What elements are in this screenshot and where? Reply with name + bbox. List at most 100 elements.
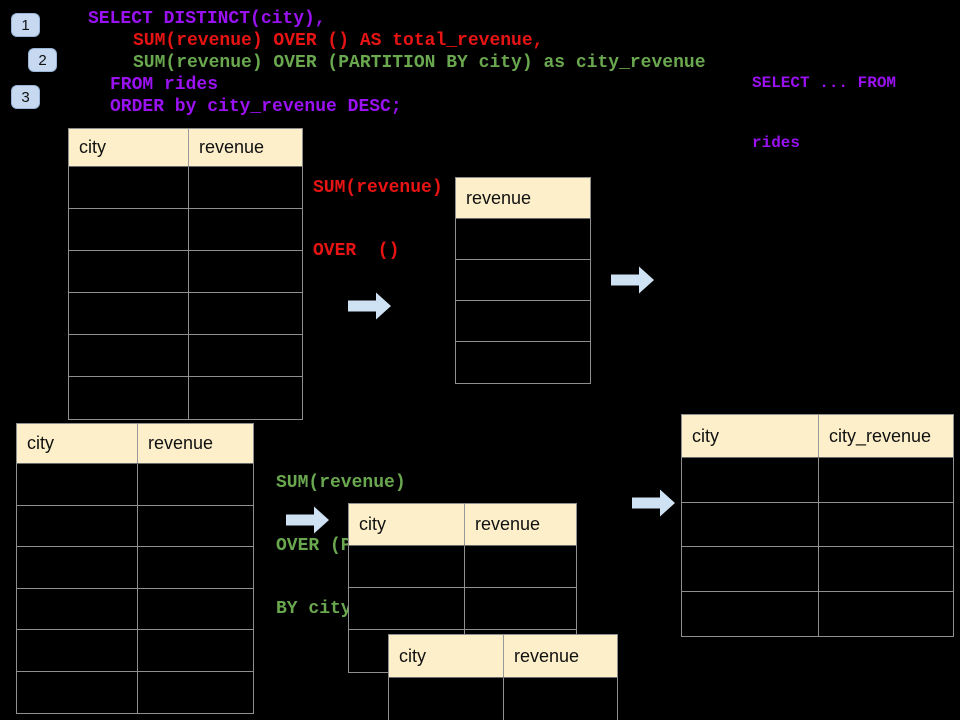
header-cell-revenue: revenue xyxy=(466,187,532,208)
header-cell-revenue: revenue xyxy=(137,424,253,463)
table-cell xyxy=(456,219,590,259)
table-cell xyxy=(682,458,818,502)
table-row xyxy=(69,251,302,293)
table-cell xyxy=(17,506,137,547)
table-cell xyxy=(456,301,590,341)
table-cell xyxy=(682,547,818,591)
table-body xyxy=(389,678,617,720)
table-cell xyxy=(69,209,188,250)
flow-arrow-right-icon xyxy=(348,292,391,320)
table-cell xyxy=(188,377,302,419)
header-cell-city: city xyxy=(399,645,426,666)
table-rides-top: city revenue xyxy=(68,128,303,420)
header-cell-revenue: revenue xyxy=(464,504,576,545)
table-cell xyxy=(464,546,576,587)
table-cell xyxy=(17,630,137,671)
table-cell xyxy=(464,588,576,629)
table-row xyxy=(682,591,953,637)
table-row xyxy=(69,377,302,419)
table-body xyxy=(69,167,302,419)
table-row xyxy=(17,547,253,589)
table-cell xyxy=(17,547,137,588)
table-cell xyxy=(818,591,953,636)
table-total-revenue: revenue xyxy=(455,177,591,384)
table-row xyxy=(349,546,576,588)
table-cell xyxy=(188,335,302,376)
table-cell xyxy=(818,547,953,591)
table-body xyxy=(456,219,590,383)
table-cell xyxy=(69,167,188,208)
table-row xyxy=(682,458,953,503)
header-cell-city: city xyxy=(79,137,106,157)
table-cell xyxy=(17,464,137,505)
table-city-revenue-result: city city_revenue xyxy=(681,414,954,637)
table-cell xyxy=(137,588,253,629)
table-row xyxy=(17,630,253,672)
table-cell xyxy=(17,672,137,714)
table-cell xyxy=(503,678,617,720)
flow-arrow-right-icon xyxy=(632,489,675,517)
table-cell xyxy=(69,293,188,334)
header-cell-revenue: revenue xyxy=(188,129,302,166)
query-note-line-2: rides xyxy=(752,134,801,152)
table-row xyxy=(17,464,253,506)
step-badge-3: 3 xyxy=(11,85,40,109)
city-revenue-label-line-1: SUM(revenue) xyxy=(276,473,406,493)
table-cell xyxy=(818,458,953,502)
table-cell xyxy=(682,503,818,547)
sql-line-total-revenue: SUM(revenue) OVER () AS total_revenue, xyxy=(133,31,544,51)
table-cell xyxy=(389,678,503,720)
table-row xyxy=(456,342,590,383)
table-header-row: city revenue xyxy=(17,424,253,464)
step-badge-2: 2 xyxy=(28,48,57,72)
header-cell-revenue: revenue xyxy=(503,635,617,677)
table-cell xyxy=(188,293,302,334)
table-cell xyxy=(137,464,253,505)
header-cell-city: city xyxy=(359,514,386,534)
sql-line-order-by: ORDER by city_revenue DESC; xyxy=(110,97,402,117)
table-row xyxy=(17,505,253,547)
sql-line-select: SELECT DISTINCT(city), xyxy=(88,9,326,29)
table-city-partition-overlay: city revenue xyxy=(388,634,618,720)
table-row xyxy=(349,588,576,630)
table-cell xyxy=(69,335,188,376)
table-cell xyxy=(188,251,302,292)
table-row xyxy=(456,301,590,342)
table-row xyxy=(682,547,953,592)
table-cell xyxy=(137,547,253,588)
table-row xyxy=(17,671,253,714)
table-row xyxy=(17,588,253,630)
total-revenue-label-line-1: SUM(revenue) xyxy=(313,178,443,198)
query-note-line-1: SELECT ... FROM xyxy=(752,74,897,92)
table-cell xyxy=(818,502,953,546)
table-rides-bottom: city revenue xyxy=(16,423,254,714)
table-row xyxy=(389,678,617,720)
table-cell xyxy=(69,251,188,292)
step-badge-1: 1 xyxy=(11,13,40,37)
total-revenue-label: SUM(revenue) OVER () xyxy=(313,136,443,304)
table-cell xyxy=(349,546,464,587)
table-row xyxy=(682,502,953,547)
table-header-row: city city_revenue xyxy=(682,415,953,458)
table-cell xyxy=(17,589,137,630)
table-row xyxy=(69,209,302,251)
table-cell xyxy=(137,505,253,546)
header-cell-city: city xyxy=(27,433,54,453)
table-row xyxy=(69,335,302,377)
table-header-row: revenue xyxy=(456,178,590,219)
header-cell-city: city xyxy=(692,425,719,446)
table-cell xyxy=(188,209,302,250)
flow-arrow-right-icon xyxy=(611,266,654,294)
table-body xyxy=(682,458,953,636)
table-row xyxy=(69,293,302,335)
sql-line-city-revenue: SUM(revenue) OVER (PARTITION BY city) as… xyxy=(133,53,706,73)
table-header-row: city revenue xyxy=(389,635,617,678)
table-cell xyxy=(456,342,590,383)
table-cell xyxy=(456,260,590,300)
table-row xyxy=(456,219,590,260)
table-cell xyxy=(682,592,818,637)
total-revenue-label-line-2: OVER () xyxy=(313,241,400,261)
query-note: SELECT ... FROM rides xyxy=(752,33,896,193)
sql-line-from: FROM rides xyxy=(110,75,219,95)
